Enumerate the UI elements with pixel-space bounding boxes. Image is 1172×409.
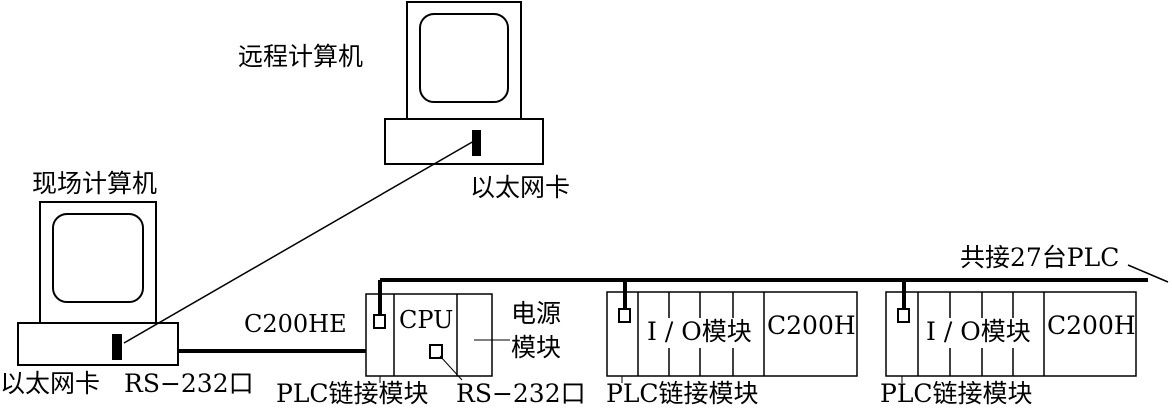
- power-module-label-1: 电源: [511, 299, 561, 328]
- plc-model-3-label: C200H: [1047, 311, 1136, 340]
- site-ethernet-port: [112, 334, 122, 360]
- rack-1-link-port: [373, 314, 386, 329]
- rs232-plc-leader: [439, 355, 463, 381]
- site-computer: [17, 201, 179, 366]
- site-ethernet-label: 以太网卡: [0, 369, 100, 398]
- site-computer-label: 现场计算机: [32, 169, 157, 198]
- rack-1-frame: [365, 293, 493, 377]
- rs232-plc-label: RS−232口: [456, 379, 586, 408]
- cpu-label: CPU: [399, 306, 453, 334]
- plc-rack-1: [365, 280, 493, 377]
- remote-base: [384, 118, 544, 165]
- link-module-1-label: PLC链接模块: [276, 379, 429, 408]
- rack-3-link-port: [897, 308, 910, 323]
- site-base: [17, 322, 179, 366]
- link-module-3-label: PLC链接模块: [880, 379, 1033, 408]
- remote-screen: [419, 13, 509, 103]
- io-label-3-bg: [920, 318, 1042, 348]
- remote-ethernet-label: 以太网卡: [470, 173, 570, 202]
- remote-computer: [384, 1, 544, 165]
- remote-computer-label: 远程计算机: [238, 42, 363, 71]
- remote-ethernet-port: [472, 130, 481, 156]
- site-rs232-label: RS−232口: [124, 369, 254, 398]
- bus-extension: [1127, 264, 1169, 283]
- io-module-2-label: I / O模块: [647, 317, 752, 346]
- ethernet-link: [123, 140, 475, 344]
- site-screen: [52, 213, 144, 303]
- plc-model-1-label: C200HE: [244, 310, 347, 338]
- link-module-2-label: PLC链接模块: [606, 379, 759, 408]
- rack-2-link-port: [618, 308, 631, 323]
- bus-note-label: 共接27台PLC: [960, 243, 1119, 272]
- io-module-3-label: I / O模块: [926, 317, 1031, 346]
- io-label-2-bg: [640, 318, 762, 348]
- power-module-label-2: 模块: [511, 333, 561, 362]
- plc-model-2-label: C200H: [767, 311, 856, 340]
- cpu-rs232-port: [429, 344, 443, 359]
